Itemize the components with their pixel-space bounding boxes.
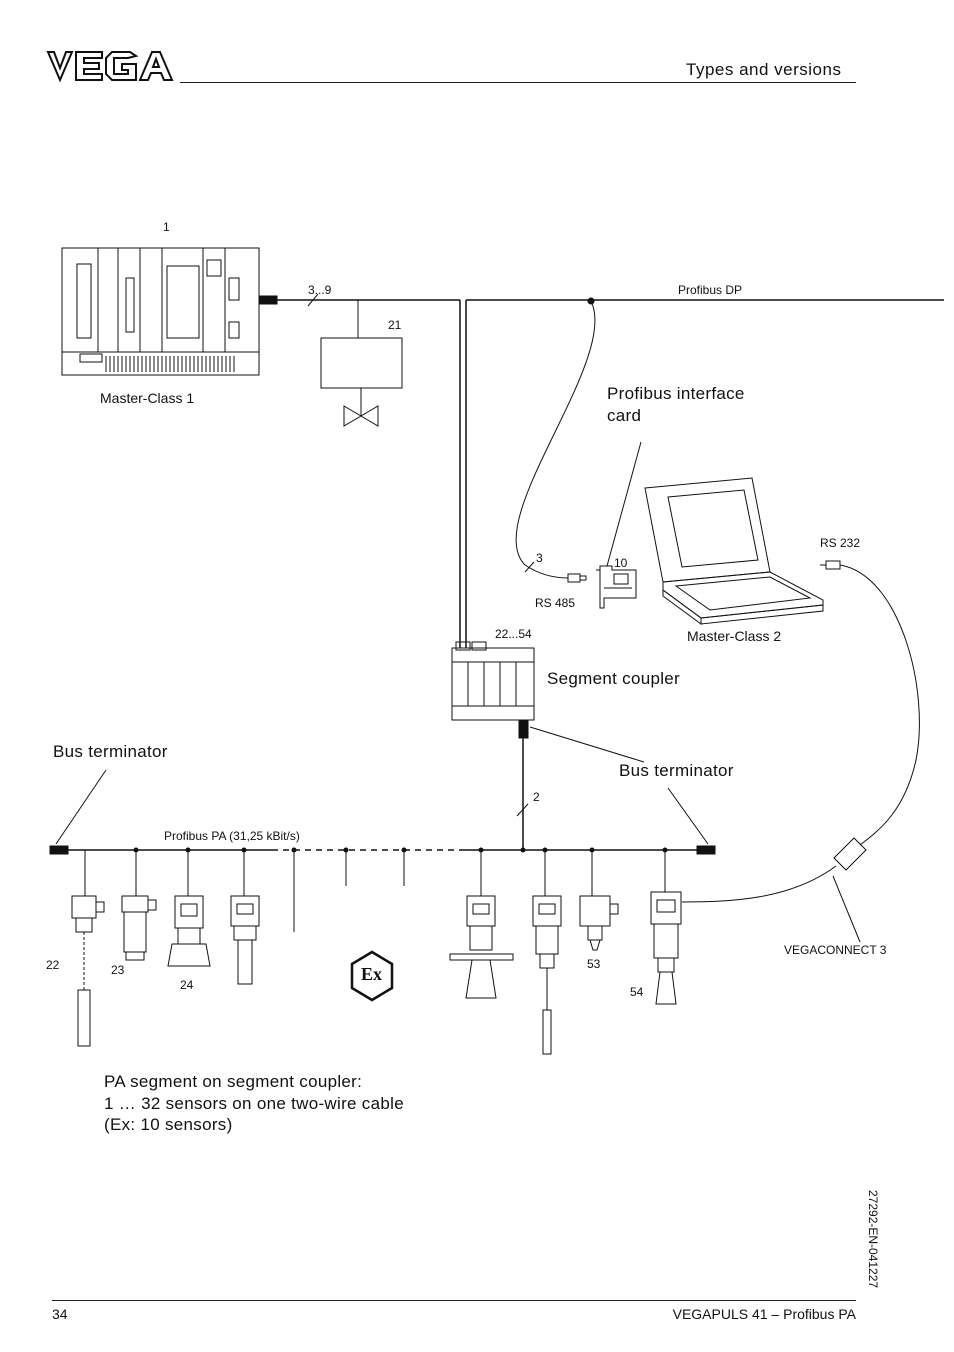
note-line-3: (Ex: 10 sensors)	[104, 1115, 233, 1134]
plc-rack	[61, 247, 260, 376]
interface-card-label-2: card	[607, 406, 642, 425]
master-class-2-label: Master-Class 2	[687, 628, 782, 644]
section-title: Types and versions	[686, 60, 842, 79]
vega-logo	[46, 51, 174, 83]
header-rule	[180, 82, 856, 83]
sensor-level-1	[230, 895, 260, 985]
sensor-label: 54	[630, 985, 644, 999]
sensor-label: 53	[587, 957, 601, 971]
interface-card-label-1: Profibus interface	[607, 384, 745, 403]
note-line-2: 1 … 32 sensors on one two-wire cable	[104, 1094, 404, 1113]
sensor-rod	[532, 895, 562, 1055]
cable-count-top: 3...9	[308, 283, 332, 297]
sensor-label: 24	[180, 978, 194, 992]
ex-label: Ex	[361, 964, 383, 984]
ex-symbol	[350, 950, 394, 1002]
sensor-radar	[449, 895, 514, 999]
profibus-pa-label: Profibus PA (31,25 kBit/s)	[164, 829, 300, 843]
master-class-1-number: 1	[163, 220, 170, 234]
sensor-24	[167, 895, 211, 967]
vegaconnect-label: VEGACONNECT 3	[784, 943, 887, 957]
rs485-number: 3	[536, 551, 543, 565]
rs485-label: RS 485	[535, 596, 576, 610]
profibus-dp-label: Profibus DP	[678, 283, 743, 297]
bus-terminator-left-label: Bus terminator	[53, 742, 168, 761]
rs232-label: RS 232	[820, 536, 861, 550]
sensor-label: 22	[46, 958, 60, 972]
sensor-22	[71, 895, 105, 1047]
document-code: 27292-EN-041227	[866, 1190, 880, 1289]
actuator-number: 21	[388, 318, 402, 332]
sensor-23	[121, 895, 157, 961]
pa-cable-number: 2	[533, 790, 540, 804]
note-line-1: PA segment on segment coupler:	[104, 1072, 363, 1091]
sensor-54	[650, 891, 682, 1005]
segment-coupler-label: Segment coupler	[547, 669, 681, 688]
bus-terminator-right-label: Bus terminator	[619, 761, 734, 780]
sensor-53	[579, 895, 619, 951]
interface-card-number: 10	[614, 556, 628, 570]
coupler-body	[451, 641, 535, 721]
coupler-numbers: 22...54	[495, 627, 532, 641]
sensor-label: 23	[111, 963, 125, 977]
document-title: VEGAPULS 41 – Profibus PA	[672, 1306, 856, 1322]
laptop	[644, 477, 824, 625]
master-class-1-label: Master-Class 1	[100, 390, 195, 406]
page-number: 34	[52, 1306, 68, 1322]
footer-rule	[52, 1300, 856, 1301]
